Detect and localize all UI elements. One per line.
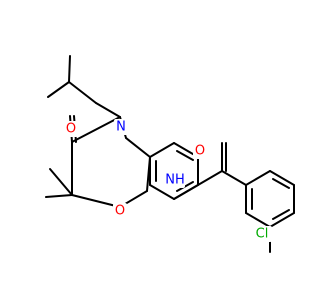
bond — [149, 184, 175, 200]
bond — [272, 178, 290, 189]
bond — [68, 55, 71, 83]
bond — [269, 170, 295, 186]
bond — [68, 81, 97, 104]
bond — [95, 102, 121, 118]
bond — [71, 194, 121, 208]
bond — [49, 168, 73, 196]
atom-label-cl: Cl — [256, 227, 269, 242]
bond — [45, 194, 73, 198]
bond — [125, 137, 151, 158]
atom-label-o-ring: O — [115, 204, 125, 219]
bond — [197, 170, 223, 186]
bonds — [45, 55, 295, 253]
bond — [272, 209, 290, 220]
bond — [47, 81, 70, 98]
bond — [245, 170, 271, 186]
atom-label-o-carbonyl: O — [66, 122, 76, 137]
bond — [149, 142, 175, 158]
chemical-structure-diagram: O N O NH O Cl — [45, 55, 295, 253]
bond — [269, 212, 295, 228]
bond — [176, 150, 194, 161]
atom-label-o-amide: O — [195, 144, 205, 159]
bond — [221, 170, 247, 186]
atom-labels: O N O NH O Cl — [64, 119, 272, 242]
bond — [71, 116, 121, 143]
bond — [176, 181, 194, 192]
atom-label-n-ring: N — [116, 120, 126, 135]
atom-label-nh-amide: NH — [165, 173, 185, 188]
bond — [173, 184, 199, 200]
bond — [245, 212, 271, 228]
